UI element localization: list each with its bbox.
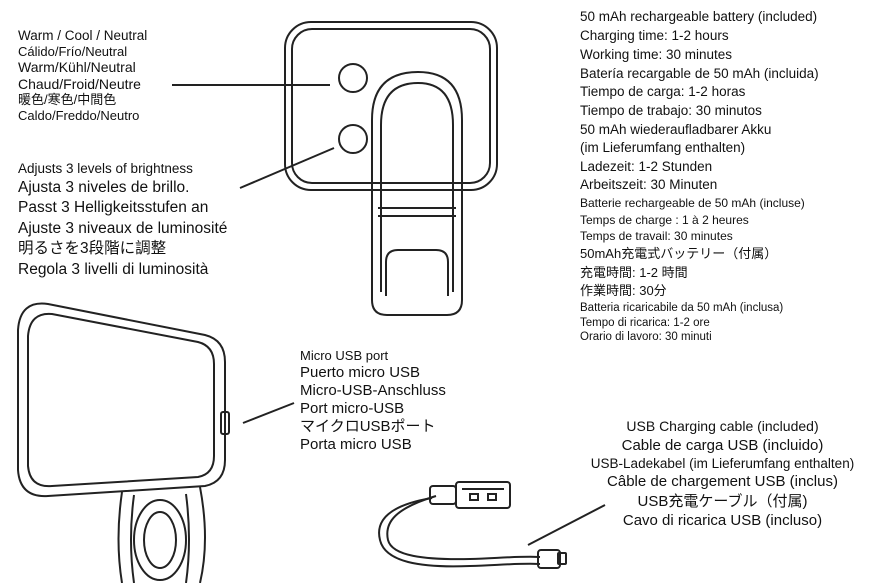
usb-a-plug bbox=[455, 481, 511, 509]
usb-a-neck bbox=[429, 485, 457, 505]
cable-label-de: USB-Ladekabel (im Lieferumfang enthalten… bbox=[590, 456, 855, 472]
battery-it-line: Orario di lavoro: 30 minuti bbox=[580, 330, 712, 343]
battery-ja-line: 充電時間: 1-2 時間 bbox=[580, 264, 688, 280]
cable-wire bbox=[378, 497, 541, 568]
battery-de-line: Arbeitszeit: 30 Minuten bbox=[580, 177, 718, 193]
cable-label-en: USB Charging cable (included) bbox=[626, 418, 819, 434]
battery-es-line: Tiempo de trabajo: 30 minutos bbox=[580, 102, 762, 118]
usb-cable bbox=[378, 481, 567, 569]
battery-it-line: Batteria ricaricabile da 50 mAh (inclusa… bbox=[580, 302, 784, 315]
light-back-inner-edge bbox=[291, 28, 491, 184]
micro-usb-neck bbox=[537, 549, 561, 569]
brightness-label-de: Passt 3 Helligkeitsstufen an bbox=[18, 199, 209, 217]
usb-port-leader-line bbox=[242, 402, 295, 424]
battery-de-line: 50 mAh wiederaufladbarer Akku bbox=[580, 121, 772, 137]
battery-specs: 50 mAh rechargeable battery (included) C… bbox=[580, 8, 819, 344]
brightness-button bbox=[338, 124, 368, 154]
battery-de-line: (im Lieferumfang enthalten) bbox=[580, 140, 746, 156]
clip-inner bbox=[380, 81, 454, 292]
cable-label-es: Cable de carga USB (incluido) bbox=[621, 436, 824, 454]
brightness-leader-line bbox=[239, 147, 335, 189]
brightness-label-ja: 明るさを3段階に調整 bbox=[18, 240, 167, 258]
battery-ja-line: 50mAh充電式バッテリー（付属） bbox=[580, 245, 778, 261]
tone-button bbox=[338, 63, 368, 93]
brightness-label-fr: Ajuste 3 niveaux de luminosité bbox=[18, 219, 228, 237]
light-front-panel bbox=[27, 312, 215, 488]
light-front-housing bbox=[17, 302, 226, 498]
battery-it-line: Tempo di ricarica: 1-2 ore bbox=[580, 316, 710, 329]
battery-spec-de: 50 mAh wiederaufladbarer Akku (im Liefer… bbox=[580, 121, 819, 196]
battery-fr-line: Temps de travail: 30 minutes bbox=[580, 229, 733, 244]
battery-fr-line: Temps de charge : 1 à 2 heures bbox=[580, 212, 749, 227]
battery-spec-it: Batteria ricaricabile da 50 mAh (inclusa… bbox=[580, 301, 819, 344]
usb-port-labels: Micro USB port Puerto micro USB Micro-US… bbox=[300, 348, 446, 454]
brightness-label-es: Ajusta 3 niveles de brillo. bbox=[18, 178, 190, 196]
usb-port-label-ja: マイクロUSBポート bbox=[300, 417, 436, 435]
usb-port-label-it: Porta micro USB bbox=[300, 435, 412, 453]
tone-label-de: Warm/Kühl/Neutral bbox=[18, 59, 136, 76]
micro-usb-port bbox=[220, 411, 230, 435]
tone-labels: Warm / Cool / Neutral Cálido/Frío/Neutra… bbox=[18, 28, 147, 123]
brightness-label-it: Regola 3 livelli di luminosità bbox=[18, 260, 209, 278]
light-back-housing bbox=[284, 21, 498, 191]
tone-label-fr: Chaud/Froid/Neutre bbox=[18, 75, 141, 92]
tone-label-en: Warm / Cool / Neutral bbox=[18, 28, 148, 43]
battery-en-line: Charging time: 1-2 hours bbox=[580, 27, 729, 43]
clip-loop bbox=[133, 499, 187, 581]
usb-port-label-de: Micro-USB-Anschluss bbox=[300, 381, 446, 399]
battery-spec-en: 50 mAh rechargeable battery (included) C… bbox=[580, 8, 819, 65]
battery-en-line: 50 mAh rechargeable battery (included) bbox=[580, 9, 818, 24]
cable-label-it: Cavo di ricarica USB (incluso) bbox=[622, 511, 823, 529]
usb-port-label-fr: Port micro-USB bbox=[300, 399, 405, 417]
battery-spec-es: Batería recargable de 50 mAh (incluida) … bbox=[580, 65, 819, 121]
battery-es-line: Batería recargable de 50 mAh (incluida) bbox=[580, 65, 819, 81]
tone-label-es: Cálido/Frío/Neutral bbox=[18, 43, 128, 59]
cable-label-fr: Câble de chargement USB (inclus) bbox=[607, 473, 838, 491]
cable-leader-line bbox=[527, 504, 606, 546]
battery-de-line: Ladezeit: 1-2 Stunden bbox=[580, 158, 713, 174]
battery-en-line: Working time: 30 minutes bbox=[580, 46, 733, 62]
tone-label-ja: 暖色/寒色/中間色 bbox=[18, 92, 117, 108]
clip-grip bbox=[385, 249, 449, 296]
battery-ja-line: 作業時間: 30分 bbox=[580, 283, 667, 299]
usb-port-label-es: Puerto micro USB bbox=[300, 363, 421, 381]
light-back-view bbox=[284, 21, 498, 316]
cable-labels: USB Charging cable (included) Cable de c… bbox=[580, 418, 865, 530]
battery-spec-ja: 50mAh充電式バッテリー（付属） 充電時間: 1-2 時間 作業時間: 30分 bbox=[580, 245, 819, 302]
battery-fr-line: Batterie rechargeable de 50 mAh (incluse… bbox=[580, 196, 805, 211]
light-front-view bbox=[17, 302, 230, 583]
cable-label-ja: USB充電ケーブル（付属) bbox=[637, 492, 808, 510]
tone-label-it: Caldo/Freddo/Neutro bbox=[18, 107, 140, 123]
clip-outer bbox=[371, 70, 463, 316]
battery-es-line: Tiempo de carga: 1-2 horas bbox=[580, 84, 746, 100]
micro-usb-plug bbox=[557, 552, 567, 565]
brightness-label-en: Adjusts 3 levels of brightness bbox=[18, 161, 193, 176]
brightness-labels: Adjusts 3 levels of brightness Ajusta 3 … bbox=[18, 160, 227, 280]
battery-spec-fr: Batterie rechargeable de 50 mAh (incluse… bbox=[580, 195, 819, 245]
usb-port-label-en: Micro USB port bbox=[300, 348, 389, 363]
